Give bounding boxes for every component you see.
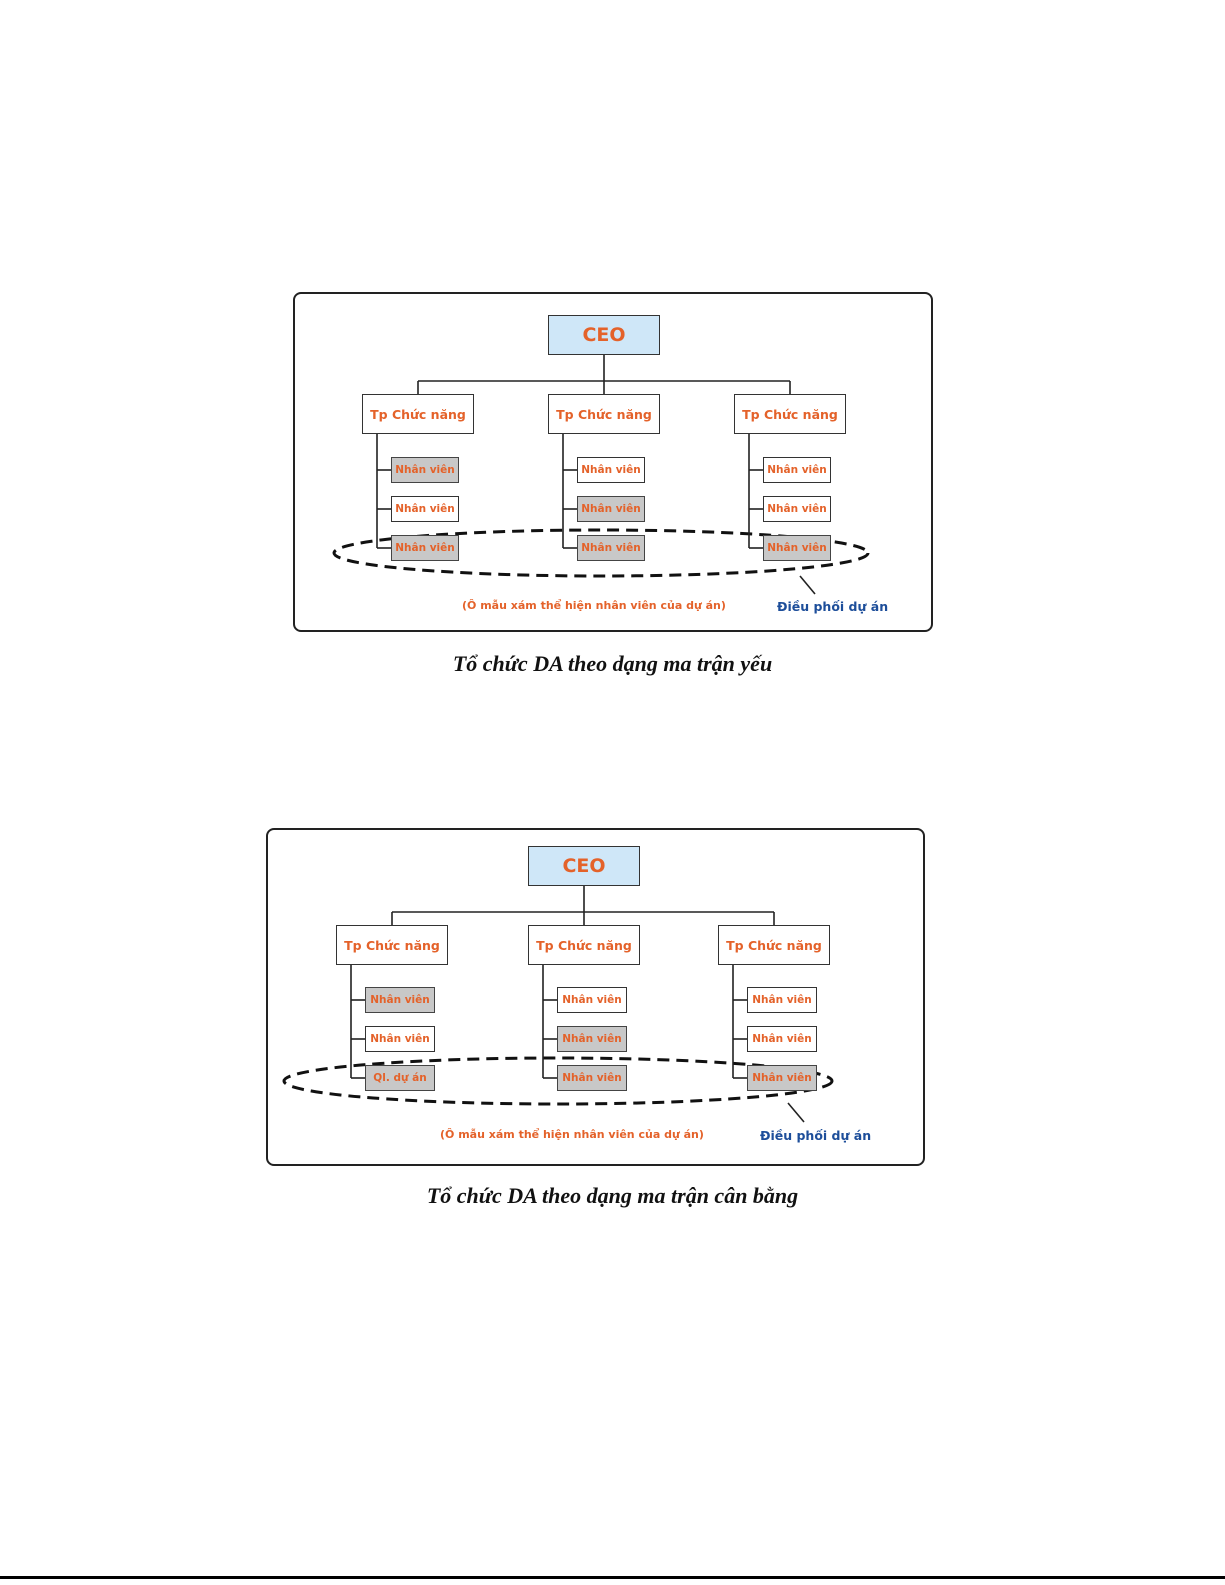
project-group-ellipse (282, 1056, 834, 1106)
project-staff-box: Nhân viên (557, 1026, 627, 1052)
page-bottom-rule (0, 1576, 1225, 1579)
project-staff-box: Nhân viên (577, 535, 645, 561)
coordinator-label: Điều phối dự án (777, 599, 889, 614)
connector-lines (282, 886, 834, 1123)
project-staff-box: Nhân viên (747, 1065, 817, 1091)
project-staff-box: Nhân viên (391, 457, 459, 483)
project-group-ellipse (332, 528, 870, 578)
project-staff-box: Nhân viên (391, 535, 459, 561)
balanced-matrix-caption: Tổ chức DA theo dạng ma trận cân bằng (426, 1183, 799, 1208)
staff-box: Nhân viên (763, 496, 831, 522)
ceo-box: CEO (528, 846, 640, 886)
staff-box: Nhân viên (365, 1026, 435, 1052)
staff-box: Nhân viên (391, 496, 459, 522)
legend-note: (Ô mẫu xám thể hiện nhân viên của dự án) (440, 1128, 704, 1141)
coordinator-pointer (787, 1102, 805, 1123)
department-head-box: Tp Chức năng (362, 394, 474, 434)
staff-box: Nhân viên (577, 457, 645, 483)
department-head-box: Tp Chức năng (718, 925, 830, 965)
project-staff-box: Nhân viên (577, 496, 645, 522)
project-staff-box: Nhân viên (557, 1065, 627, 1091)
ceo-box: CEO (548, 315, 660, 355)
project-staff-box: Nhân viên (763, 535, 831, 561)
department-head-box: Tp Chức năng (528, 925, 640, 965)
legend-note: (Ô mẫu xám thể hiện nhân viên của dự án) (462, 599, 726, 612)
coordinator-label: Điều phối dự án (760, 1128, 872, 1143)
connector-lines (332, 355, 870, 595)
coordinator-pointer (799, 575, 816, 595)
staff-box: Nhân viên (747, 987, 817, 1013)
department-head-box: Tp Chức năng (734, 394, 846, 434)
staff-box: Nhân viên (763, 457, 831, 483)
project-staff-box: Ql. dự án (365, 1065, 435, 1091)
department-head-box: Tp Chức năng (548, 394, 660, 434)
project-staff-box: Nhân viên (365, 987, 435, 1013)
weak-matrix-caption: Tổ chức DA theo dạng ma trận yếu (452, 651, 773, 676)
staff-box: Nhân viên (557, 987, 627, 1013)
department-head-box: Tp Chức năng (336, 925, 448, 965)
staff-box: Nhân viên (747, 1026, 817, 1052)
